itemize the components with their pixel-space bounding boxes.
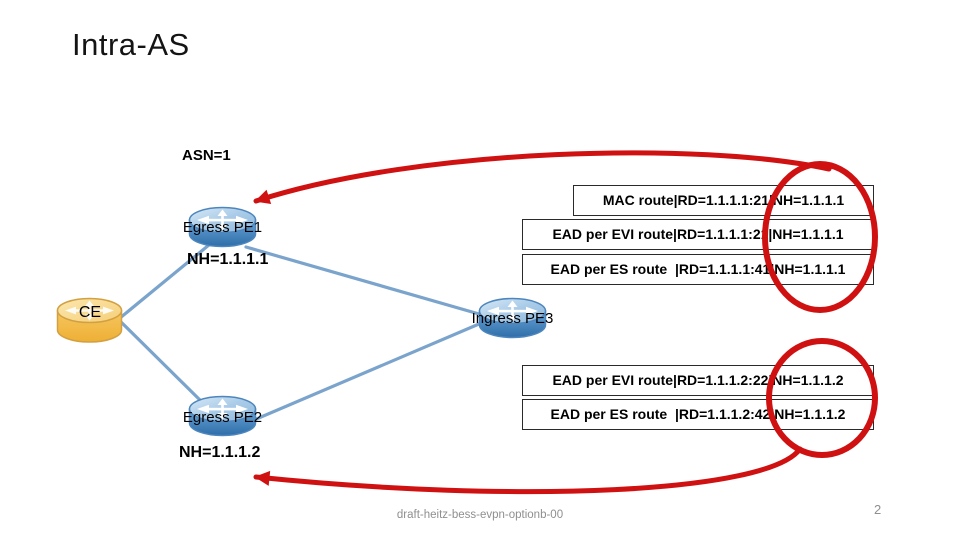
slide-title: Intra-AS [72, 27, 190, 62]
node-label-egress-pe2: Egress PE2 [182, 409, 263, 426]
page-number: 2 [874, 502, 882, 517]
node-ce: CE [56, 297, 124, 344]
route-box-ead-evi-pe2: EAD per EVI route|RD=1.1.1.2:22|NH=1.1.1… [522, 365, 874, 396]
router-icon [188, 395, 257, 437]
nh-label-pe2: NH=1.1.1.2 [179, 444, 261, 461]
node-ingress-pe3: Ingress PE3 [472, 297, 553, 340]
route-box-ead-es-pe1: EAD per ES route |RD=1.1.1.1:41|NH=1.1.1… [522, 254, 874, 285]
node-label-ingress-pe3: Ingress PE3 [471, 310, 554, 327]
red-arrow-bottom [253, 446, 803, 495]
router-icon [56, 297, 123, 343]
red-ellipse-nh2 [766, 338, 878, 458]
nh-label-pe1: NH=1.1.1.1 [187, 251, 269, 268]
footer-document-name: draft-heitz-bess-evpn-optionb-00 [396, 509, 564, 521]
node-label-ce: CE [78, 304, 102, 321]
node-egress-pe2: Egress PE2 [183, 395, 262, 438]
route-box-ead-es-pe2: EAD per ES route |RD=1.1.1.2:42|NH=1.1.1… [522, 399, 874, 430]
link-ce-pe2 [118, 319, 205, 405]
asn-label: ASN=1 [182, 147, 231, 164]
link-pe1-pe3 [244, 245, 488, 318]
route-box-mac: MAC route|RD=1.1.1.1:21|NH=1.1.1.1 [573, 185, 874, 216]
router-icon [478, 297, 547, 339]
node-label-egress-pe1: Egress PE1 [182, 219, 263, 236]
route-box-ead-evi-pe1: EAD per EVI route|RD=1.1.1.1:21|NH=1.1.1… [522, 219, 874, 250]
link-pe2-pe3 [252, 319, 488, 422]
node-egress-pe1: Egress PE1 [183, 206, 262, 249]
